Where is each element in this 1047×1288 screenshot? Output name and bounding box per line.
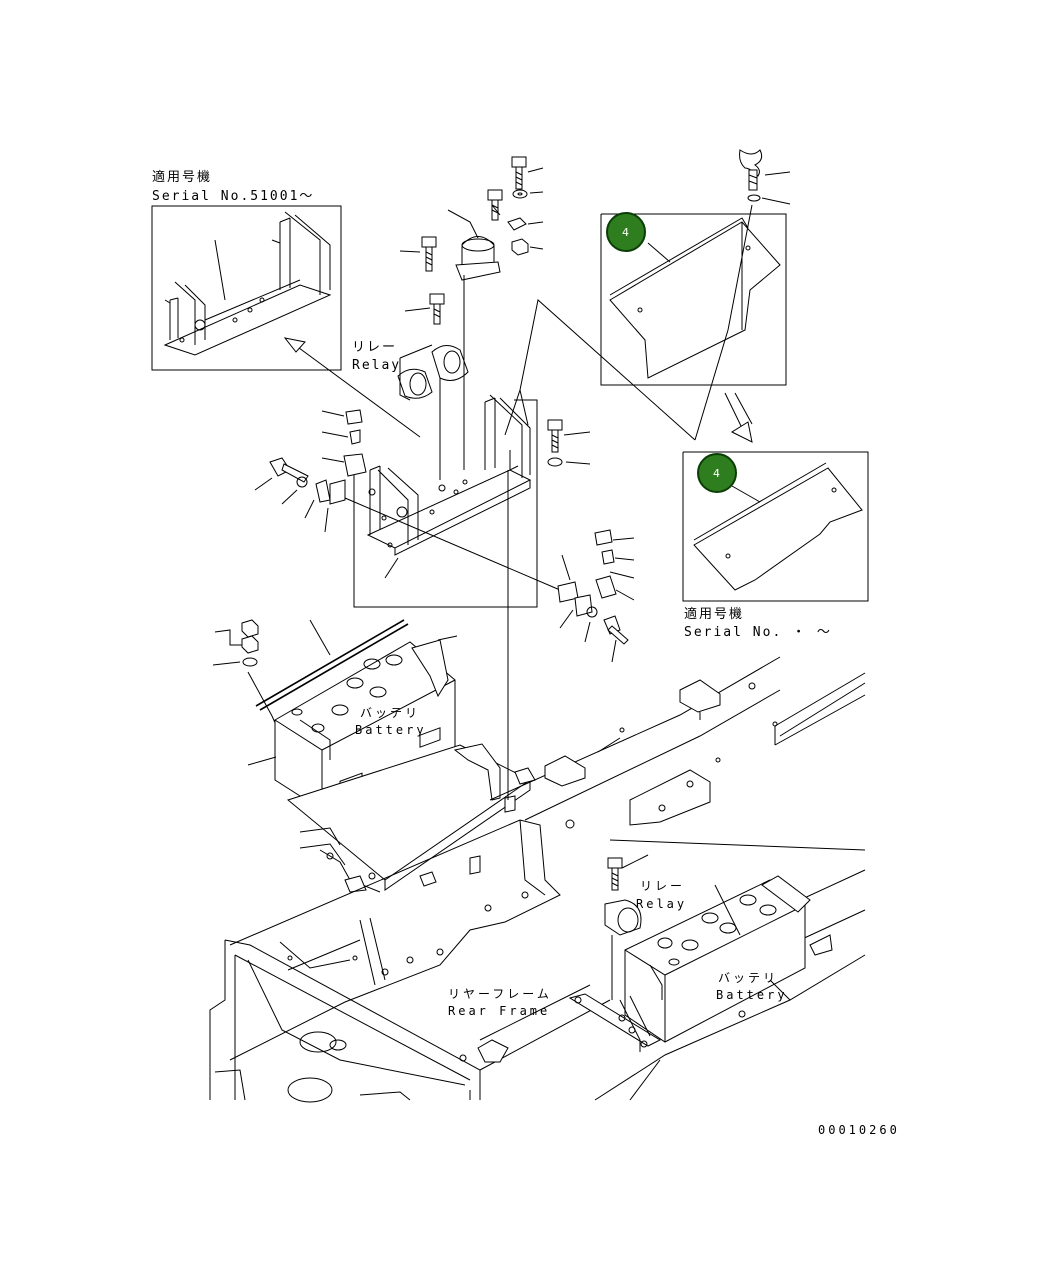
terminal-parts-left [254,409,561,591]
relay-top-jp: リレー [352,340,397,355]
callout-4-top[interactable] [606,212,646,252]
cover-detail-top: 4 [600,149,791,443]
battery-bottom-en: Battery [716,988,788,1002]
serial-right-jp: 適用号機 [684,606,744,622]
relay-hardware-top: リレー Relay [352,156,544,480]
drawing-number: 00010260 [818,1123,900,1137]
battery-bottom-jp: バッテリ [718,971,778,985]
serial-right-en: Serial No. ・ ～ [684,625,832,640]
serial-top-jp: 適用号機 [152,169,212,185]
bracket-detail [353,299,696,608]
relay-top-en: Relay [352,358,401,373]
relay-bottom-jp: リレー [640,879,685,893]
serial-top-en: Serial No.51001～ [152,189,314,204]
rear-frame-en: Rear Frame [448,1004,550,1018]
callout-4-right-number: 4 [713,467,720,480]
battery-assembly-bottom: リレー Relay バッテリ Battery [568,854,811,1052]
callout-4-right[interactable] [697,453,737,493]
callout-4-top-number: 4 [622,226,629,239]
cover-detail-right: 4 適用号機 Serial No. ・ ～ [682,451,869,640]
inset-serial-51001: 適用号機 Serial No.51001～ [151,169,342,371]
relay-bottom-en: Relay [636,897,687,911]
terminal-parts-right [547,419,635,663]
battery-top-jp: バッテリ [360,706,420,720]
battery-tray [286,470,536,893]
rear-frame-jp: リヤーフレーム [448,987,552,1001]
rear-frame: リヤーフレーム Rear Frame [209,656,866,1103]
battery-top-en: Battery [355,723,427,737]
